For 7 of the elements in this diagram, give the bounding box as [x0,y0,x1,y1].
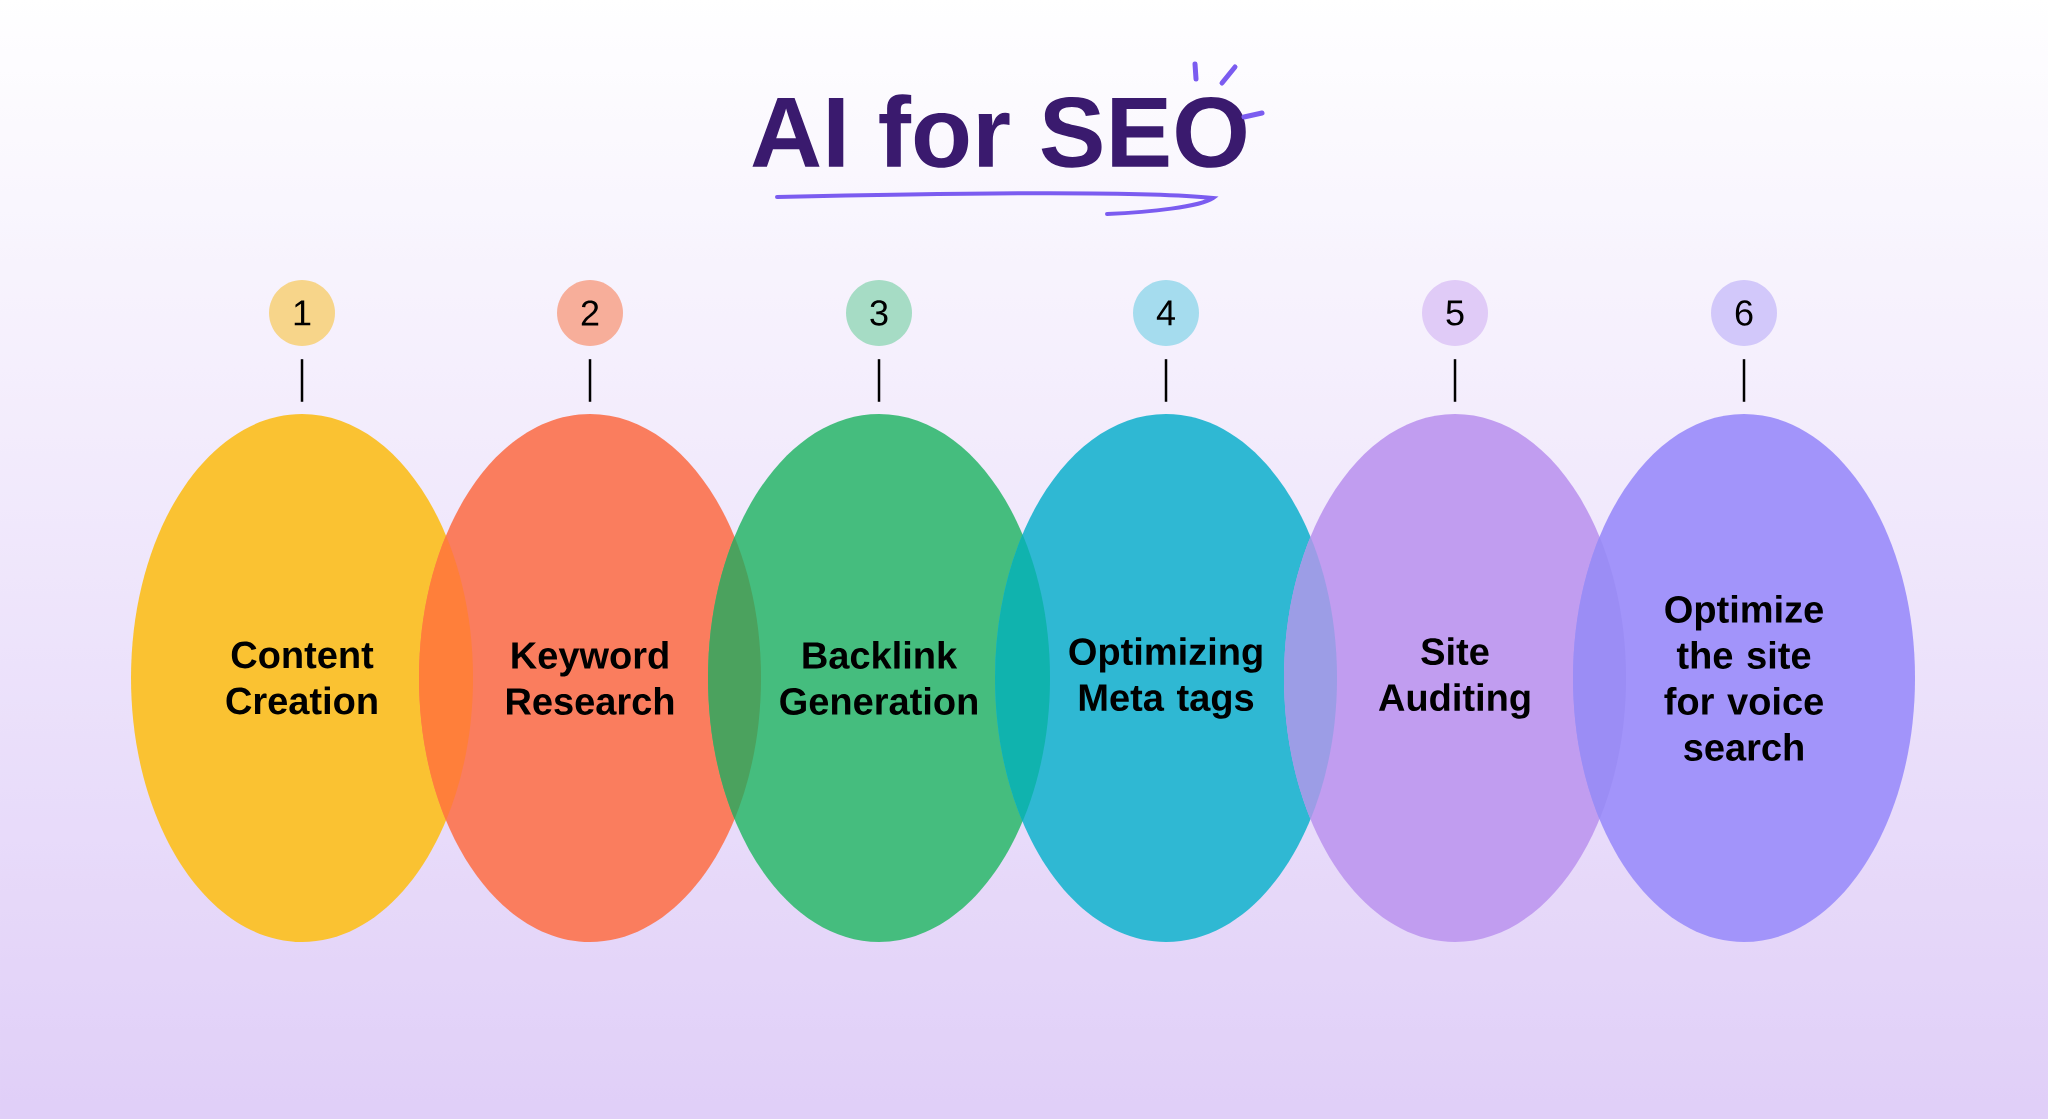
title: AI for SEO [752,94,1246,168]
connector-line [300,359,304,402]
connector-line [877,359,881,402]
connector-line [1164,359,1168,402]
connector-line [1742,359,1746,402]
connector-line [1453,359,1457,402]
connector-line [588,359,592,402]
